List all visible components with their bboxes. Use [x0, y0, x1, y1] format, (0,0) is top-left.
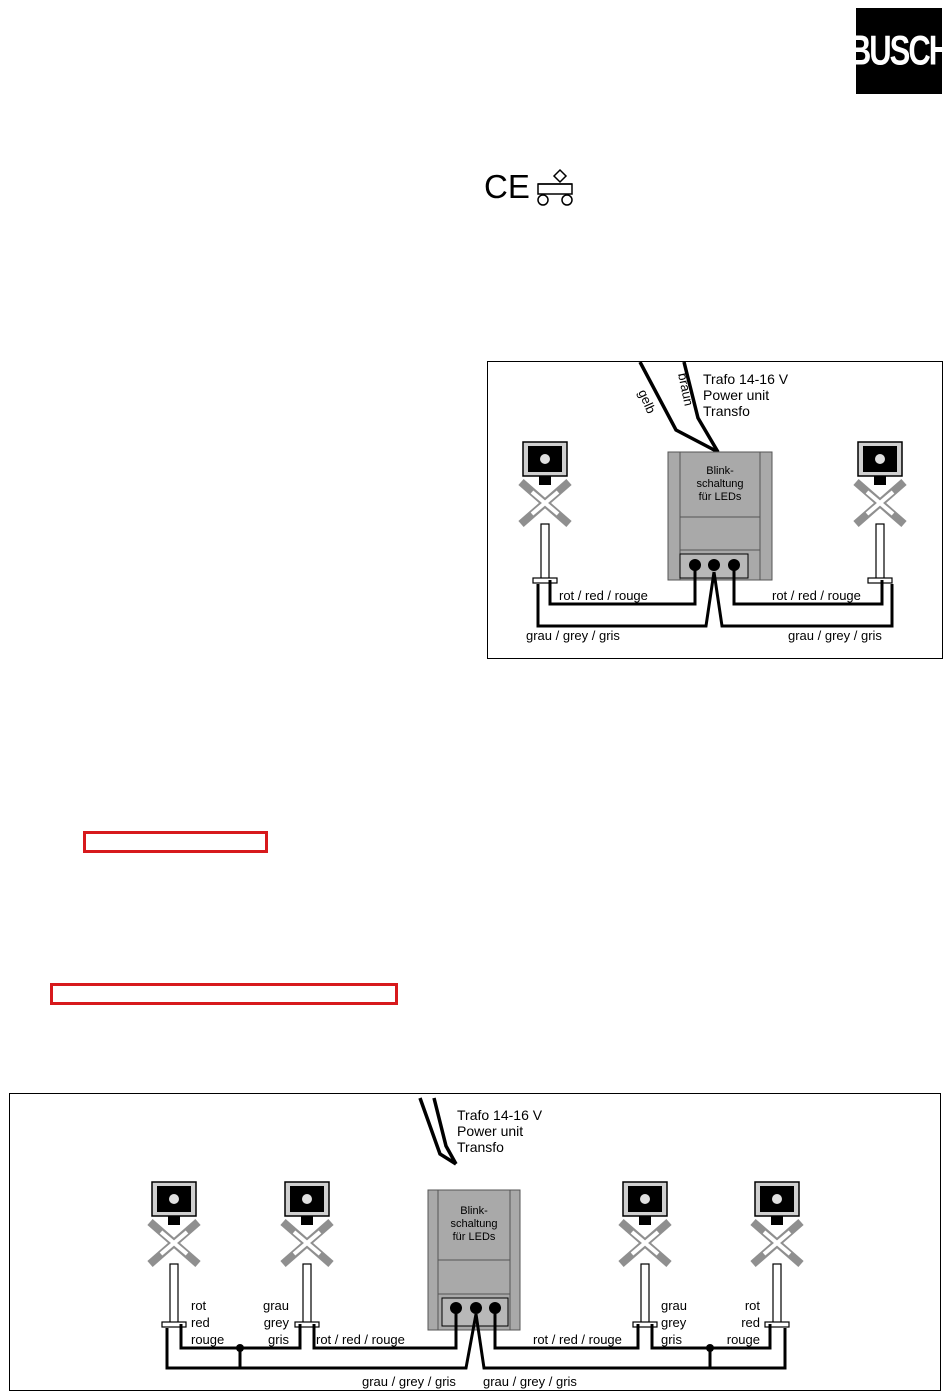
- signal-lamp: [540, 454, 550, 464]
- cross-arm-stripe: [159, 1230, 189, 1256]
- signal-pole: [540, 523, 550, 581]
- grey-stack-2-line-1: grau: [661, 1298, 687, 1313]
- brown-wire: [682, 362, 720, 453]
- grey-wire-label-right: grau / grey / gris: [483, 1374, 577, 1389]
- wiring-diagram-four-signals: Trafo 14-16 V Power unit Transfo Blink- …: [9, 1093, 941, 1391]
- wire-label-brown: braun: [675, 372, 697, 408]
- signal-pole: [875, 523, 885, 581]
- red-wire-label-left: rot / red / rouge: [559, 588, 648, 603]
- signal-pole: [169, 1263, 179, 1325]
- wiring-diagram-two-signals: gelb braun Trafo 14-16 V Power unit Tran…: [487, 361, 943, 659]
- signal-lamp: [772, 1194, 782, 1204]
- grey-stack-2-line-3: gris: [661, 1332, 682, 1347]
- junction-right: [706, 1344, 714, 1352]
- crossing-signal-1: [146, 1181, 202, 1328]
- signal-lamp: [640, 1194, 650, 1204]
- grey-wire-label-left: grau / grey / gris: [362, 1374, 456, 1389]
- ce-mark: CE: [484, 168, 530, 205]
- signal-pole: [640, 1263, 650, 1325]
- supply-wire-1: [418, 1097, 457, 1166]
- logo-text: BUSCH: [848, 26, 950, 74]
- signal-base: [294, 1321, 320, 1328]
- red-stack-2-line-1: rot: [745, 1298, 761, 1313]
- grey-wire-right: [474, 1313, 787, 1370]
- signal-base: [161, 1321, 187, 1328]
- red-stack-1-line-2: red: [191, 1315, 210, 1330]
- red-stack-2-line-2: red: [741, 1315, 760, 1330]
- red-highlight-box-1: [83, 831, 268, 853]
- crossing-signal-right: [852, 441, 908, 584]
- crossing-signal-2: [279, 1181, 335, 1328]
- red-wire-signal-4: [710, 1324, 772, 1350]
- junction-left: [236, 1344, 244, 1352]
- signal-base: [867, 577, 893, 584]
- signal-mount: [301, 1216, 313, 1225]
- grey-stack-2-line-2: grey: [661, 1315, 687, 1330]
- module-label-3: für LEDs: [453, 1231, 496, 1243]
- busch-logo: BUSCH: [849, 8, 950, 94]
- grey-wire-left: [536, 571, 716, 628]
- signal-mount: [539, 476, 551, 485]
- trafo-label-1: Trafo 14-16 V: [703, 371, 789, 387]
- module-label-2: schaltung: [696, 478, 743, 490]
- red-wire-signal-1: [179, 1324, 240, 1350]
- red-wire-label-right: rot / red / rouge: [772, 588, 861, 603]
- signal-base: [764, 1321, 790, 1328]
- blink-module: Blink- schaltung für LEDs: [667, 451, 773, 581]
- crossing-signal-3: [617, 1181, 673, 1328]
- grey-wire-right: [712, 571, 894, 628]
- red-stack-1-line-3: rouge: [191, 1332, 224, 1347]
- blink-module: Blink- schaltung für LEDs: [427, 1189, 521, 1331]
- red-wire-right: [493, 1308, 640, 1350]
- red-stack-2-line-3: rouge: [727, 1332, 760, 1347]
- trafo-label-2: Power unit: [703, 387, 769, 403]
- trafo-label-2: Power unit: [457, 1123, 523, 1139]
- trafo-label-3: Transfo: [703, 403, 750, 419]
- module-label-1: Blink-: [460, 1205, 488, 1217]
- signal-mount: [771, 1216, 783, 1225]
- cross-arm-stripe: [292, 1230, 322, 1256]
- grey-wire-label-left: grau / grey / gris: [526, 628, 620, 643]
- cross-arm-stripe: [630, 1230, 660, 1256]
- grey-wire-label-right: grau / grey / gris: [788, 628, 882, 643]
- trafo-label-3: Transfo: [457, 1139, 504, 1155]
- red-wire-right: [732, 565, 884, 606]
- cross-arm-stripe: [762, 1230, 792, 1256]
- toy-safety-icon: [537, 168, 573, 206]
- signal-mount: [639, 1216, 651, 1225]
- signal-lamp: [169, 1194, 179, 1204]
- signal-lamp: [875, 454, 885, 464]
- certification-marks: CE: [484, 168, 573, 206]
- signal-pole: [302, 1263, 312, 1325]
- grey-stack-1-line-1: grau: [263, 1298, 289, 1313]
- signal-pole: [772, 1263, 782, 1325]
- crossing-signal-4: [749, 1181, 805, 1328]
- grey-wire-left: [165, 1313, 478, 1370]
- crossing-signal-left: [517, 441, 573, 584]
- supply-wire-2: [432, 1097, 458, 1165]
- cross-arm-stripe: [530, 490, 560, 516]
- module-label-1: Blink-: [706, 465, 734, 477]
- module-label-3: für LEDs: [699, 491, 742, 503]
- signal-mount: [168, 1216, 180, 1225]
- trafo-label-1: Trafo 14-16 V: [457, 1107, 543, 1123]
- red-wire-left: [312, 1308, 458, 1350]
- red-stack-1-line-1: rot: [191, 1298, 207, 1313]
- red-wire-label-left: rot / red / rouge: [316, 1332, 405, 1347]
- red-wire-left: [548, 565, 697, 606]
- grey-wire-signal-3: [650, 1324, 710, 1350]
- signal-mount: [874, 476, 886, 485]
- cross-arm-stripe: [865, 490, 895, 516]
- red-highlight-box-2: [50, 983, 398, 1005]
- red-wire-label-right: rot / red / rouge: [533, 1332, 622, 1347]
- signal-lamp: [302, 1194, 312, 1204]
- grey-stack-1-line-2: grey: [264, 1315, 290, 1330]
- module-label-2: schaltung: [450, 1218, 497, 1230]
- signal-base: [632, 1321, 658, 1328]
- grey-stack-1-line-3: gris: [268, 1332, 289, 1347]
- grey-wire-signal-2: [240, 1324, 302, 1350]
- yellow-wire: [638, 362, 719, 454]
- signal-base: [532, 577, 558, 584]
